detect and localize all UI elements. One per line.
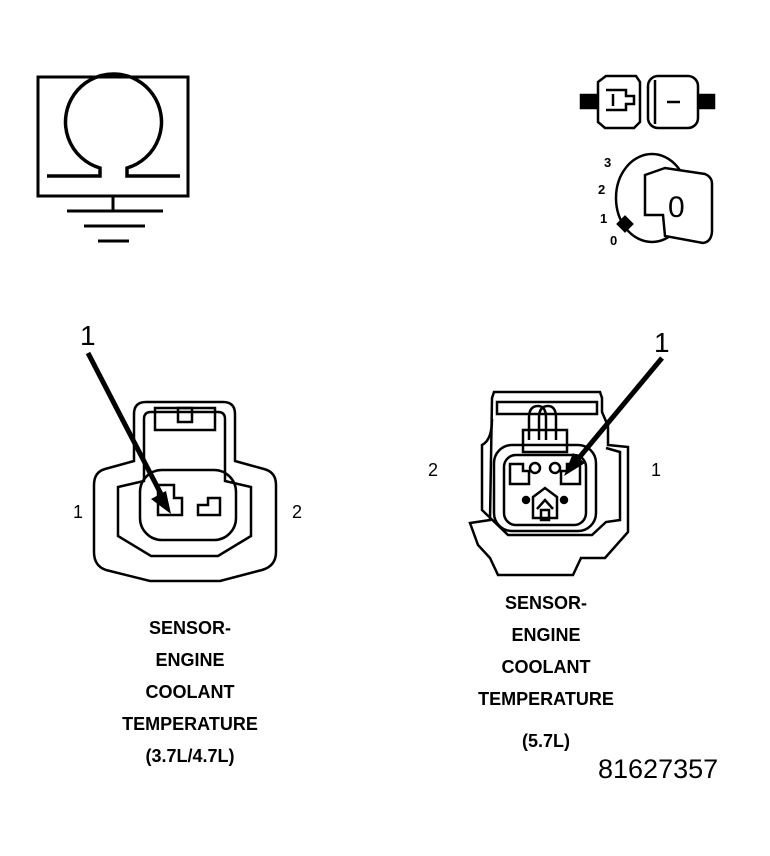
ignition-position-2: 2 xyxy=(598,182,606,197)
caption-line: ENGINE xyxy=(511,625,581,645)
ignition-key-icon xyxy=(614,152,714,245)
left-pin-1-label: 1 xyxy=(73,502,84,522)
right-connector-caption: SENSOR- ENGINE COOLANT TEMPERATURE (5.7L… xyxy=(446,587,646,757)
ohmmeter-icon xyxy=(36,72,190,243)
caption-line: ENGINE xyxy=(155,650,225,670)
right-pin-2-label: 2 xyxy=(428,460,439,480)
caption-line: SENSOR- xyxy=(504,593,587,613)
caption-line: COOLANT xyxy=(501,657,591,677)
right-connector-drawing xyxy=(468,390,630,577)
left-pin-2-label: 2 xyxy=(292,502,303,522)
right-callout-arrow xyxy=(564,356,664,476)
left-connector-caption: SENSOR- ENGINE COOLANT TEMPERATURE (3.7L… xyxy=(90,612,290,772)
caption-line: TEMPERATURE xyxy=(122,714,258,734)
right-callout-number: 1 xyxy=(654,327,670,358)
caption-line: TEMPERATURE xyxy=(478,689,614,709)
right-pin-1-label: 1 xyxy=(651,460,662,480)
ignition-key-label: 0 xyxy=(668,191,685,224)
ignition-position-0: 0 xyxy=(610,233,618,248)
caption-line: SENSOR- xyxy=(148,618,231,638)
ignition-position-1: 1 xyxy=(600,211,608,226)
left-connector-drawing xyxy=(92,400,278,583)
figure-number: 81627357 xyxy=(598,754,719,784)
caption-line: COOLANT xyxy=(145,682,235,702)
left-callout-arrow xyxy=(85,351,171,514)
caption-line: (3.7L/4.7L) xyxy=(145,746,235,766)
ignition-position-3: 3 xyxy=(604,155,612,170)
left-callout-number: 1 xyxy=(80,320,96,351)
caption-line: (5.7L) xyxy=(521,731,570,751)
disconnected-connector-icon xyxy=(579,74,716,130)
